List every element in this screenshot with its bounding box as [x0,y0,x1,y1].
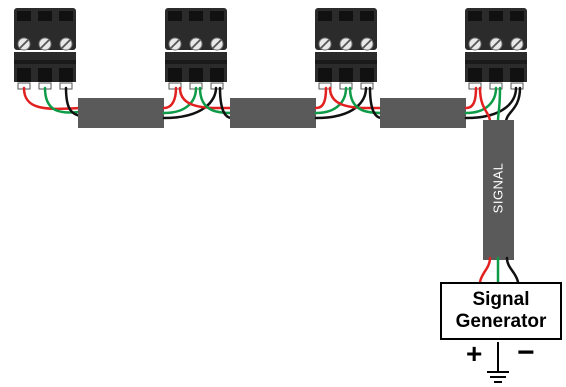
terminal-block-4 [464,7,528,90]
terminal-block-3 [314,7,378,90]
cable-segment-3 [380,98,466,128]
generator-label-line1: Signal [472,289,530,311]
ground-symbol-icon [487,342,509,383]
wires-block2 [162,86,234,120]
generator-label-line2: Generator [455,311,547,332]
cable-segment-1 [78,98,164,128]
wires-generator [478,256,520,284]
terminal-block-1 [13,7,77,90]
signal-cable [483,120,514,260]
wires-block3 [314,86,384,120]
wires-block4-in [464,86,518,120]
negative-terminal-label: − [517,336,535,369]
signal-generator-box: Signal Generator [440,282,562,340]
cable-segment-2 [230,98,316,128]
wires-block4-out [478,86,522,124]
signal-cable-label: SIGNAL [490,162,506,214]
positive-terminal-label: + [466,338,483,369]
wires-block1-cable1 [22,86,82,118]
terminal-block-2 [164,7,228,90]
